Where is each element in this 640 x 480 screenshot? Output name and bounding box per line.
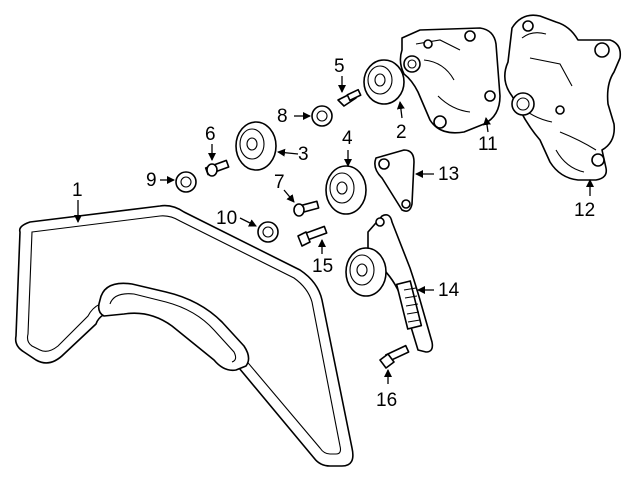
bolt-15 [297,225,328,247]
leader-lines [74,76,594,384]
idler-pulley-3 [235,121,277,171]
callout-1: 1 [72,180,83,201]
callout-13: 13 [438,164,459,185]
pulley-bracket-13 [374,149,415,212]
callout-9: 9 [146,170,157,191]
mounting-bracket-large [504,14,622,181]
callout-8: 8 [277,106,288,127]
pulley-cap-8 [311,105,333,127]
bolt-7 [293,200,320,217]
belt-tensioner-14 [345,214,434,353]
callout-16: 16 [376,390,397,411]
idler-pulley-4 [325,165,367,215]
callout-2: 2 [396,122,407,143]
callout-7: 7 [274,172,285,193]
idler-pulley-2 [363,59,405,105]
callout-3: 3 [298,144,309,165]
callout-4: 4 [342,128,353,149]
callout-12: 12 [574,200,595,221]
callout-6: 6 [205,124,216,145]
bolt-6 [204,159,230,177]
callout-15: 15 [312,256,333,277]
bolt-5 [337,88,362,107]
callout-11: 11 [478,134,498,155]
tensioner-bracket [399,27,501,134]
callout-14: 14 [438,280,460,301]
callout-10: 10 [216,208,237,229]
pulley-cap-9 [175,171,197,193]
serpentine-belt [14,204,354,467]
bolt-16 [379,344,410,369]
pulley-cap-10 [257,221,279,243]
callout-5: 5 [334,56,345,77]
callout-labels: 1 2 3 4 5 6 7 8 9 10 11 12 13 14 15 16 [72,56,595,411]
